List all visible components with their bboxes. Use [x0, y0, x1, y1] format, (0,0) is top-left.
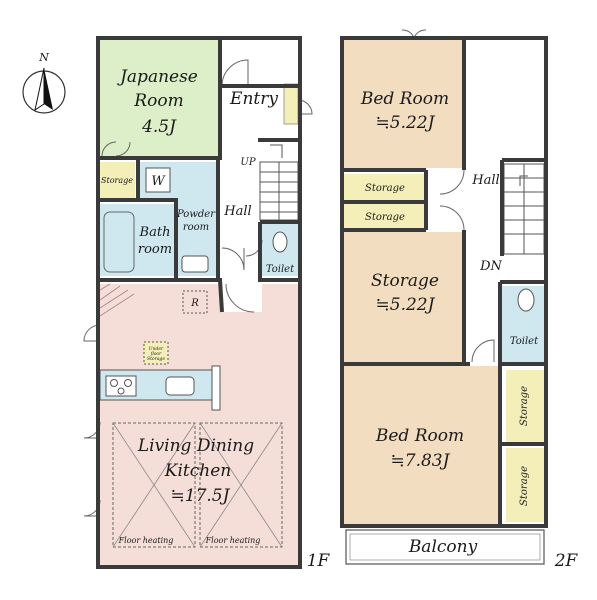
- bath-room-label-1: Bath: [139, 225, 171, 240]
- ldk-area: [100, 284, 298, 565]
- entry-label: Entry: [229, 89, 278, 109]
- refrigerator-label: R: [190, 298, 199, 309]
- storage-strip-bottom: [344, 204, 424, 230]
- bedroom-north-size: ≒5.22J: [376, 113, 436, 133]
- japanese-room-name-1: Japanese: [117, 67, 198, 87]
- closet-upper-area: [506, 370, 544, 442]
- storage-strip-top-label: Storage: [365, 183, 405, 194]
- bath-room-label-2: room: [138, 242, 172, 257]
- shoe-cabinet: [283, 83, 299, 125]
- floor-1f-label: 1F: [307, 551, 331, 571]
- compass-north-label: N: [38, 51, 49, 64]
- floor-heating-left-label: Floor heating: [118, 536, 174, 545]
- underfloor-storage-box: [143, 341, 169, 365]
- bedroom-south-name: Bed Room: [375, 426, 464, 446]
- underfloor-storage-label-1: Under: [149, 346, 164, 352]
- sink-icon: [165, 376, 195, 396]
- bedroom-south: [344, 366, 502, 524]
- toilet-2f-label: Toilet: [510, 336, 539, 347]
- washer-label: W: [151, 174, 166, 189]
- ldk-name-2: Kitchen: [164, 461, 231, 481]
- storage-1f-area: [98, 162, 135, 198]
- closet-lower-label: Storage: [519, 466, 530, 506]
- storage-room-name: Storage: [371, 271, 439, 291]
- hall-2f-label: Hall: [471, 173, 499, 188]
- toilet-1f-fixture: [272, 231, 288, 253]
- toilet-1f-label: Toilet: [266, 264, 295, 275]
- compass: N: [22, 51, 66, 114]
- stove-icon: [105, 375, 137, 397]
- up-label: UP: [240, 157, 255, 168]
- bathtub: [103, 211, 135, 273]
- closet-upper-label: Storage: [519, 386, 530, 426]
- labels-1f: Japanese Room 4.5J Entry UP Hall Storage…: [101, 67, 330, 571]
- bedroom-north-name: Bed Room: [360, 89, 449, 109]
- storage-strip-top: [344, 174, 424, 202]
- floor-heating-right-label: Floor heating: [205, 536, 261, 545]
- compass-needle-icon: [44, 68, 53, 110]
- floor-2f: [340, 29, 548, 565]
- storage-strip-bottom-label: Storage: [365, 212, 405, 223]
- storage-room-size: ≒5.22J: [376, 295, 436, 315]
- floor-1f-outer-wall: [96, 36, 302, 569]
- storage-room-2f: [344, 232, 464, 362]
- storage-1f-label: Storage: [101, 176, 133, 185]
- ldk-corner-hatch: [99, 283, 135, 317]
- ldk-size: ≒17.5J: [171, 486, 231, 506]
- japanese-room-name-2: Room: [133, 91, 183, 111]
- japanese-room: [98, 38, 220, 156]
- dn-label: DN: [479, 259, 502, 274]
- kitchen-wall-back: [211, 365, 221, 411]
- hall-1f-label: Hall: [223, 204, 251, 219]
- floor-heating-left-zone: [112, 422, 196, 548]
- stairs-1f: [259, 144, 299, 221]
- floor-2f-label: 2F: [554, 551, 579, 571]
- labels-2f: Bed Room ≒5.22J Storage Storage Storage …: [360, 89, 579, 571]
- closet-lower-area: [506, 448, 544, 522]
- bedroom-south-size: ≒7.83J: [391, 451, 451, 471]
- toilet-2f-fixture: [517, 288, 535, 312]
- stairs-2f: [503, 163, 545, 255]
- powder-room-label-1: Powder: [176, 209, 216, 220]
- ldk-name-1: Living Dining: [137, 436, 254, 456]
- floor-heating-right-zone: [199, 422, 283, 548]
- balcony-label: Balcony: [408, 537, 478, 557]
- floor-1f: [83, 36, 313, 569]
- powder-room-label-2: room: [183, 222, 209, 233]
- refrigerator-box: [182, 290, 208, 314]
- underfloor-storage-label-3: Storage: [147, 356, 165, 362]
- bedroom-north: [344, 38, 464, 168]
- washer-icon-box: [145, 167, 171, 193]
- balcony-area: [345, 529, 545, 565]
- underfloor-storage-label-2: floor: [150, 351, 162, 357]
- japanese-room-size: 4.5J: [141, 117, 177, 137]
- powder-basin: [181, 255, 209, 273]
